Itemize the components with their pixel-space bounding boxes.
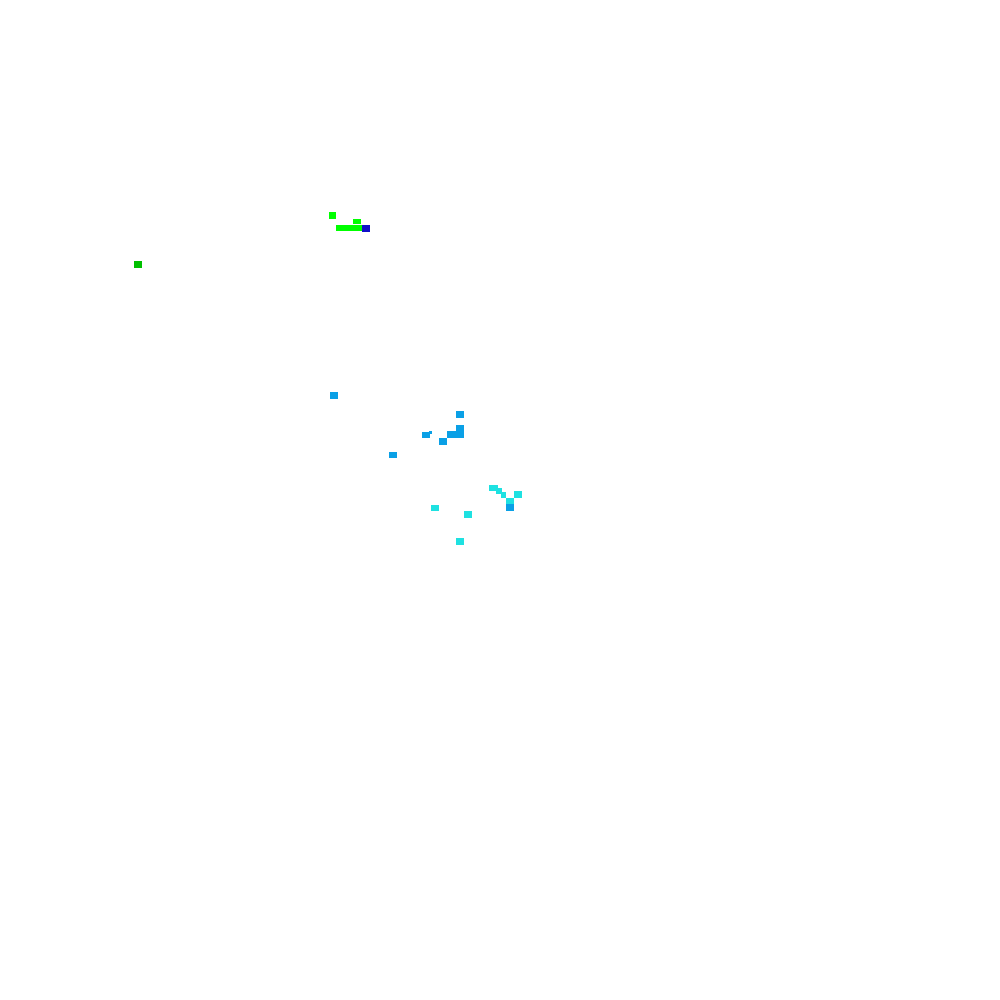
cyan-pixel	[506, 498, 514, 504]
cyan-pixel	[496, 488, 502, 494]
cyan-pixel	[464, 511, 472, 518]
cyan-pixel	[514, 491, 522, 498]
cyan-pixel	[456, 538, 464, 545]
green-pixel-bar	[336, 225, 362, 231]
mid-blue-pixel	[456, 425, 464, 431]
mid-blue-pixel	[422, 432, 430, 438]
mid-blue-pixel	[456, 411, 464, 418]
cyan-pixel	[501, 492, 506, 498]
mid-blue-pixel-bar	[447, 431, 464, 438]
cyan-pixel	[431, 505, 439, 511]
green-pixel	[353, 219, 361, 224]
dark-green-pixel	[134, 261, 142, 268]
blue-pixel	[362, 225, 370, 232]
green-pixel	[329, 212, 336, 219]
mid-blue-pixel	[439, 438, 447, 445]
cyan-pixel	[489, 485, 498, 491]
mid-blue-pixel	[330, 392, 338, 399]
mid-blue-pixel	[506, 504, 514, 511]
mid-blue-pixel	[389, 452, 397, 458]
mid-blue-pixel	[429, 431, 432, 434]
